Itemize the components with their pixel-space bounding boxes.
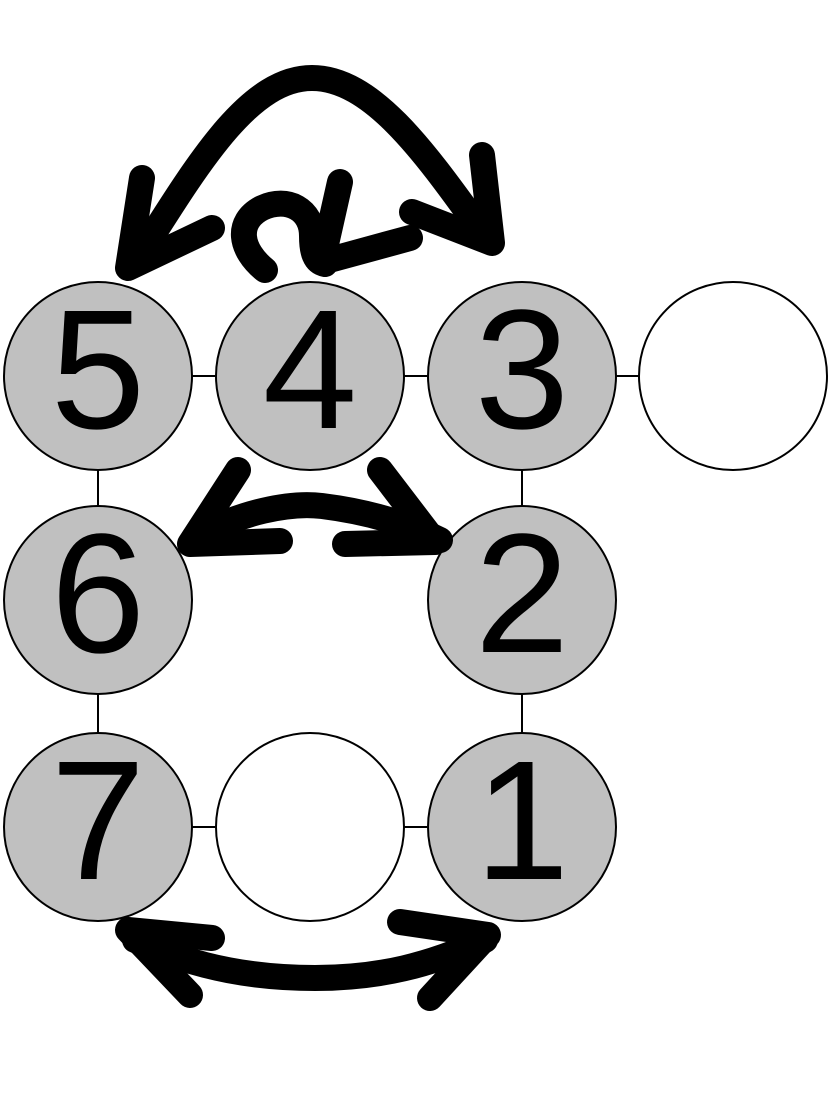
arrowhead-left [115, 917, 225, 1008]
node-circle [638, 281, 828, 471]
arrowhead-right [332, 457, 448, 557]
node-circle [427, 505, 617, 695]
node-circle [3, 732, 193, 922]
arrowhead-right [399, 142, 505, 256]
node-circle [215, 281, 405, 471]
node-label: 7 [51, 726, 146, 916]
arrowhead-right [387, 909, 501, 1011]
node-6: 6 [3, 499, 193, 695]
node-empty-top-right [638, 281, 828, 471]
swap-arrow-5-3 [115, 65, 505, 281]
node-3: 3 [427, 275, 617, 471]
node-label: 6 [51, 499, 146, 689]
node-label: 5 [51, 275, 146, 465]
node-label: 3 [475, 275, 570, 465]
node-circle [427, 281, 617, 471]
node-empty-bottom-middle [215, 732, 405, 922]
nodes: 5 4 3 6 2 7 1 [3, 275, 828, 922]
node-4: 4 [215, 275, 405, 471]
swap-arrow-6-2 [177, 457, 453, 557]
arrowhead-left [177, 457, 293, 557]
node-circle [3, 281, 193, 471]
node-5: 5 [3, 275, 193, 471]
node-2: 2 [427, 499, 617, 695]
arrowhead-left [115, 165, 225, 281]
node-label: 2 [475, 499, 570, 689]
node-1: 1 [427, 726, 617, 922]
edges [97, 375, 639, 828]
node-circle [215, 732, 405, 922]
arrow-arc [122, 927, 498, 991]
swap-arrow-4-5-small [231, 169, 423, 283]
arrowhead-curl [309, 169, 423, 275]
swap-arrow-7-1 [115, 909, 501, 1011]
node-label: 1 [475, 726, 570, 916]
node-label: 4 [263, 275, 358, 465]
arrow-arc [127, 65, 501, 268]
node-circle [427, 732, 617, 922]
swap-arrows [115, 65, 505, 1011]
node-7: 7 [3, 726, 193, 922]
node-circle [3, 505, 193, 695]
